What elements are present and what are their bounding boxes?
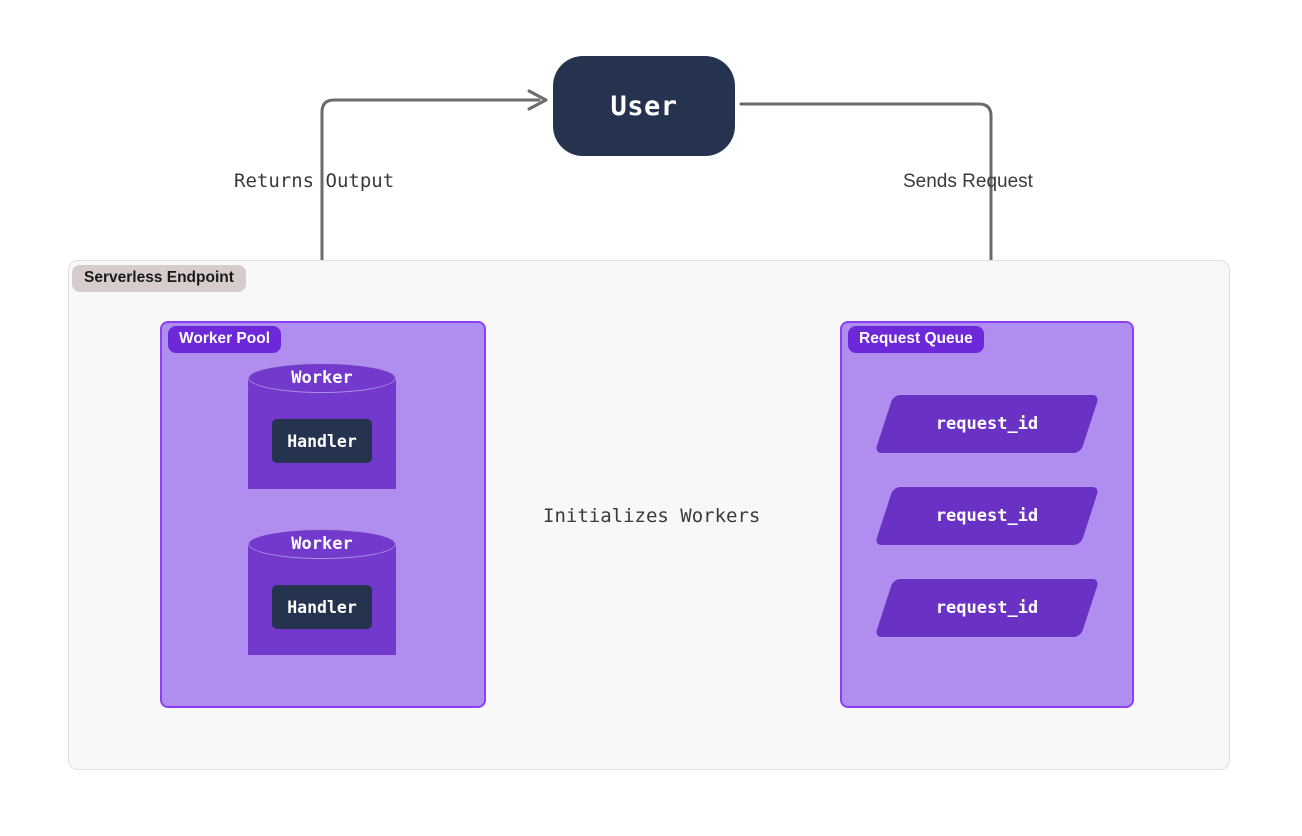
- edge-label-sends-request: Sends Request: [903, 171, 1033, 192]
- container-serverless-endpoint-label: Serverless Endpoint: [72, 265, 246, 292]
- worker-1-cylinder-top: [248, 363, 396, 393]
- node-worker-1[interactable]: Worker Handler: [248, 363, 396, 503]
- node-worker-2-label: Worker: [291, 534, 353, 554]
- node-request-id-2-label: request_id: [935, 506, 1039, 526]
- node-request-id-3-label: request_id: [935, 598, 1039, 618]
- edge-label-returns-output: Returns Output: [234, 170, 395, 192]
- edge-label-initializes-workers: Initializes Workers: [543, 505, 761, 527]
- node-user[interactable]: User: [553, 56, 735, 156]
- worker-2-cylinder-bottom: [248, 627, 396, 655]
- node-request-id-1[interactable]: request_id: [874, 395, 1100, 453]
- edge-returns-output-arrowhead: [527, 89, 548, 111]
- node-worker-2[interactable]: Worker Handler: [248, 529, 396, 669]
- worker-2-cylinder-top: [248, 529, 396, 559]
- node-request-id-2[interactable]: request_id: [874, 487, 1100, 545]
- node-worker-1-handler[interactable]: Handler: [272, 419, 372, 463]
- node-request-id-3[interactable]: request_id: [874, 579, 1100, 637]
- worker-1-cylinder-bottom: [248, 461, 396, 489]
- node-worker-1-handler-label: Handler: [287, 431, 357, 451]
- node-worker-1-label: Worker: [291, 368, 353, 388]
- node-worker-2-handler-label: Handler: [287, 597, 357, 617]
- node-user-label: User: [610, 90, 678, 122]
- node-request-id-1-label: request_id: [935, 414, 1039, 434]
- group-request-queue-label: Request Queue: [848, 326, 984, 353]
- group-worker-pool-label: Worker Pool: [168, 326, 282, 353]
- node-worker-2-handler[interactable]: Handler: [272, 585, 372, 629]
